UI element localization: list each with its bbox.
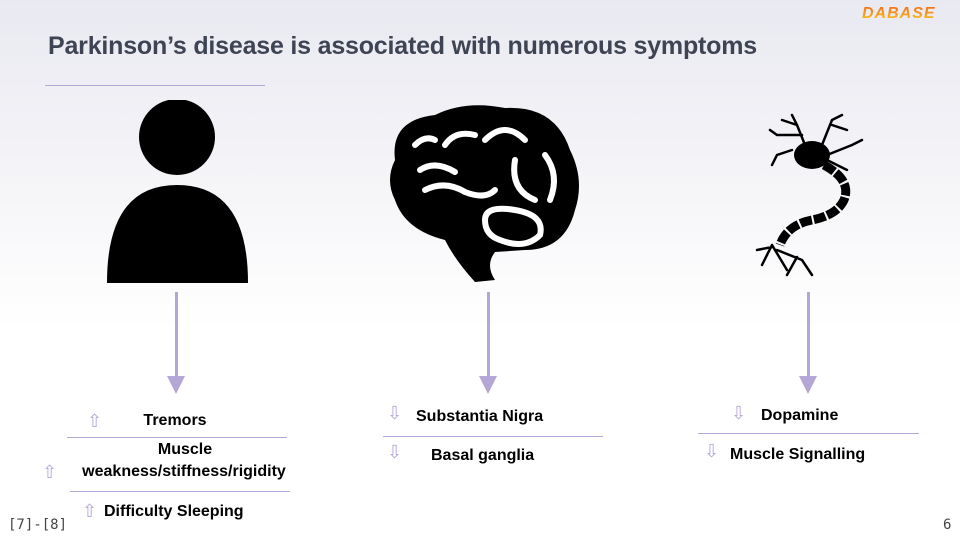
divider [70,491,290,492]
up-arrow-icon: ⇧ [87,411,103,431]
neuron-icon [755,113,864,277]
divider [67,437,287,438]
divider [383,436,603,437]
symptom-muscle-line1: Muscle [157,441,213,458]
down-arrow-icon: ⇩ [387,442,403,462]
down-arrow-icon: ⇩ [387,403,403,423]
symptom-tremors: Tremors [143,412,207,429]
divider [698,433,919,434]
arrow-person [175,292,178,377]
finding-basal-ganglia: Basal ganglia [431,447,535,464]
up-arrow-icon: ⇧ [82,501,98,521]
down-arrow-icon: ⇩ [704,441,720,461]
slide-title: Parkinson’s disease is associated with n… [48,32,757,60]
finding-muscle-signalling: Muscle Signalling [730,446,866,463]
arrowhead-person [167,376,185,394]
arrowhead-neuron [799,376,817,394]
arrow-neuron [807,292,810,377]
up-arrow-icon: ⇧ [42,462,58,482]
finding-substantia-nigra: Substantia Nigra [416,408,544,425]
brain-icon [390,105,579,282]
person-icon [107,100,248,283]
symptom-sleeping: Difficulty Sleeping [104,503,244,520]
citation: [7]-[8] [8,517,68,533]
arrowhead-brain [479,376,497,394]
logo: DABASE [862,5,936,22]
finding-dopamine: Dopamine [761,407,839,424]
title-underline [45,85,265,86]
arrow-brain [487,292,490,377]
down-arrow-icon: ⇩ [731,403,747,423]
page-number: 6 [943,517,952,533]
symptom-muscle-line2: weakness/stiffness/rigidity [82,463,286,480]
